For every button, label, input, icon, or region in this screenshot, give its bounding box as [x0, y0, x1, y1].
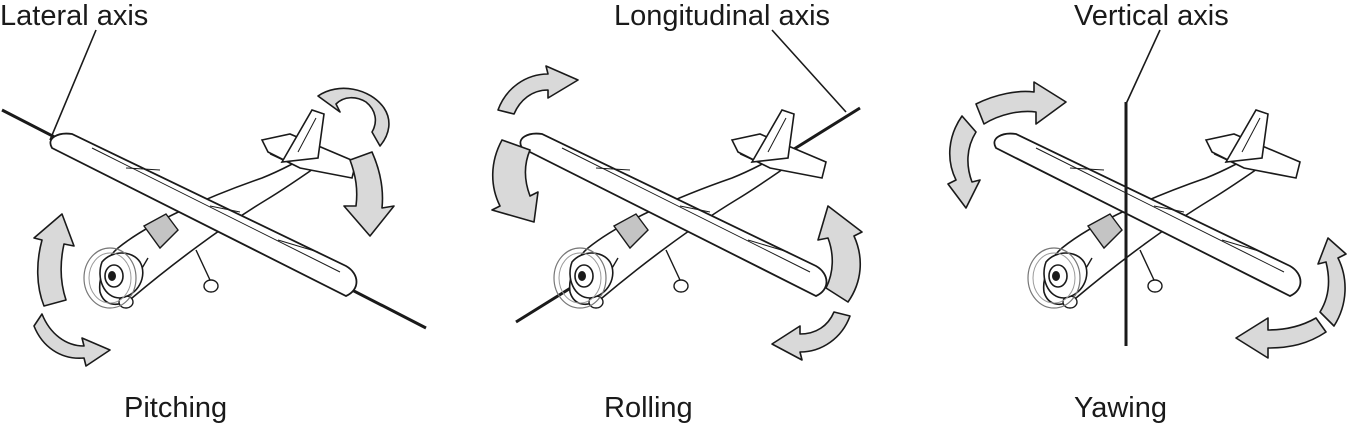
pitch-arrow-right-icon [343, 151, 395, 237]
aircraft-yawing [993, 109, 1302, 309]
pitch-arrow-top-icon [317, 87, 390, 147]
pitching-panel [1, 29, 427, 367]
pitching-caption: Pitching [124, 392, 228, 424]
longitudinal-axis-label: Longitudinal axis [614, 0, 831, 32]
yaw-arrow-top-icon [975, 81, 1067, 125]
yaw-arrow-bottom-icon [1235, 317, 1327, 359]
roll-arrow-left-icon [491, 139, 539, 223]
aircraft-rolling [519, 109, 828, 309]
yaw-arrow-right-icon [1317, 237, 1347, 327]
lateral-axis-label: Lateral axis [0, 0, 149, 32]
roll-arrow-right-icon [817, 205, 863, 303]
roll-arrow-top-icon [497, 65, 579, 115]
roll-arrow-bottom-icon [771, 311, 851, 361]
pitch-arrow-bottom-icon [33, 313, 111, 367]
yawing-panel [947, 29, 1347, 359]
vertical-axis-leader [1125, 29, 1161, 105]
vertical-axis-label: Vertical axis [1074, 0, 1229, 32]
yawing-caption: Yawing [1074, 392, 1167, 424]
rolling-panel [491, 29, 863, 361]
pitch-arrow-left-icon [33, 213, 75, 307]
rolling-caption: Rolling [604, 392, 693, 424]
yaw-arrow-left-icon [947, 115, 981, 209]
aircraft-pitching [49, 109, 358, 309]
longitudinal-axis-leader [771, 29, 847, 113]
lateral-axis-leader [49, 29, 97, 141]
